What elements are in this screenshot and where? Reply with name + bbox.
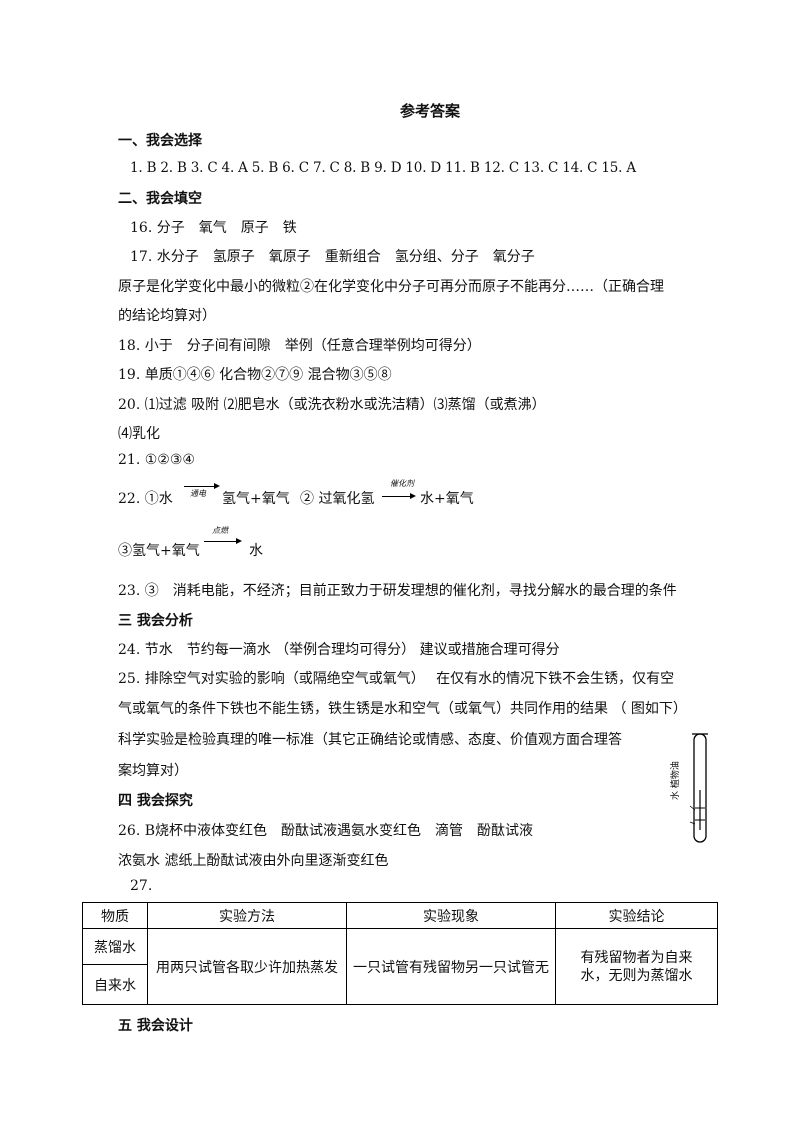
condition-ignite: 点燃 (212, 526, 228, 535)
cell-method: 用两只试管各取少许加热蒸发 (147, 928, 347, 1005)
cell-conclusion: 有残留物者为自来 水，无则为蒸馏水 (555, 928, 718, 1005)
condition-catalyst: 催化剂 (390, 479, 414, 488)
products-1: 氢气+氧气 (222, 491, 290, 507)
reaction-arrow-1 (184, 483, 220, 489)
reaction-arrow-3 (204, 538, 242, 544)
answer-17-cont-2: 的结论均算对） (118, 308, 216, 324)
answer-24: 24. 节水 节约每一滴水 （举例合理均可得分） 建议或措施合理可得分 (118, 642, 560, 658)
table-row: 自来水 (82, 964, 718, 1005)
answer-16: 16. 分子 氧气 原子 铁 (130, 220, 297, 236)
answer-27-label: 27. (130, 878, 153, 894)
conclusion-line-1: 有残留物者为自来 (580, 949, 693, 966)
answer-25: 25. 排除空气对实验的影响（或隔绝空气或氧气） 在仅有水的情况下铁不会生锈，仅… (118, 671, 675, 687)
answer-27-table: 物质 实验方法 实验现象 实验结论 蒸馏水 用两只试管各取少许加热蒸发 一只试管… (82, 902, 718, 1005)
section-2-heading: 二、我会填空 (118, 191, 202, 207)
condition-electrolysis: 通电 (190, 489, 206, 498)
section-4-heading: 四 我会探究 (118, 793, 193, 809)
figure-label: 水 植物油 (671, 761, 681, 800)
answer-22-part2: ② 过氧化氢 (300, 491, 375, 507)
answer-19: 19. 单质①④⑥ 化合物②⑦⑨ 混合物③⑤⑧ (118, 367, 392, 383)
answer-22-label: 22. ①水 (118, 491, 173, 507)
test-tube-figure (689, 733, 708, 843)
cell-tap-water: 自来水 (82, 964, 148, 1005)
products-2: 水+氧气 (420, 491, 474, 507)
cell-phenomenon: 一只试管有残留物另一只试管无 (346, 928, 556, 1005)
answer-26-cont: 浓氨水 滤纸上酚酞试液由外向里逐渐变红色 (118, 853, 389, 869)
cell-distilled-water: 蒸馏水 (82, 928, 148, 965)
page-title: 参考答案 (400, 102, 461, 120)
answer-17-cont-1: 原子是化学变化中最小的微粒②在化学变化中分子可再分而原子不能再分……（正确合理 (118, 279, 664, 295)
answer-26: 26. B烧杯中液体变红色 酚酞试液遇氨水变红色 滴管 酚酞试液 (118, 823, 534, 839)
answer-25-cont-2: 科学实验是检验真理的唯一标准（其它正确结论或情感、态度、价值观方面合理答 (118, 732, 622, 748)
header-conclusion: 实验结论 (555, 902, 718, 929)
conclusion-line-2: 水，无则为蒸馏水 (580, 967, 693, 984)
answer-25-cont-1: 气或氧气的条件下铁也不能生锈，铁生锈是水和空气（或氧气）共同作用的结果 （ 图如… (118, 701, 687, 717)
header-method: 实验方法 (147, 902, 347, 929)
answer-20-cont: ⑷乳化 (118, 426, 160, 442)
answer-17: 17. 水分子 氢原子 氧原子 重新组合 氢分组、分子 氧分子 (130, 249, 535, 265)
choice-answers: 1. B 2. B 3. C 4. A 5. B 6. C 7. C 8. B … (130, 160, 636, 176)
table-header-row: 物质 实验方法 实验现象 实验结论 (82, 902, 718, 929)
section-3-heading: 三 我会分析 (118, 613, 193, 629)
products-3: 水 (249, 543, 263, 559)
answer-20: 20. ⑴过滤 吸附 ⑵肥皂水（或洗衣粉水或洗洁精）⑶蒸馏（或煮沸） (118, 397, 546, 413)
section-1-heading: 一、我会选择 (118, 133, 202, 149)
answer-22-part3: ③氢气+氧气 (118, 543, 200, 559)
header-substance: 物质 (82, 902, 148, 929)
reaction-arrow-2 (382, 493, 416, 499)
answer-18: 18. 小于 分子间有间隙 举例（任意合理举例均可得分） (118, 338, 481, 354)
header-phenomenon: 实验现象 (346, 902, 556, 929)
answer-25-cont-3: 案均算对） (118, 763, 188, 779)
section-5-heading: 五 我会设计 (118, 1018, 193, 1034)
table-row: 蒸馏水 用两只试管各取少许加热蒸发 一只试管有残留物另一只试管无 有残留物者为自… (82, 928, 718, 1005)
answer-23: 23. ③ 消耗电能，不经济；目前正致力于研发理想的催化剂，寻找分解水的最合理的… (118, 583, 677, 599)
answer-21: 21. ①②③④ (118, 452, 195, 468)
